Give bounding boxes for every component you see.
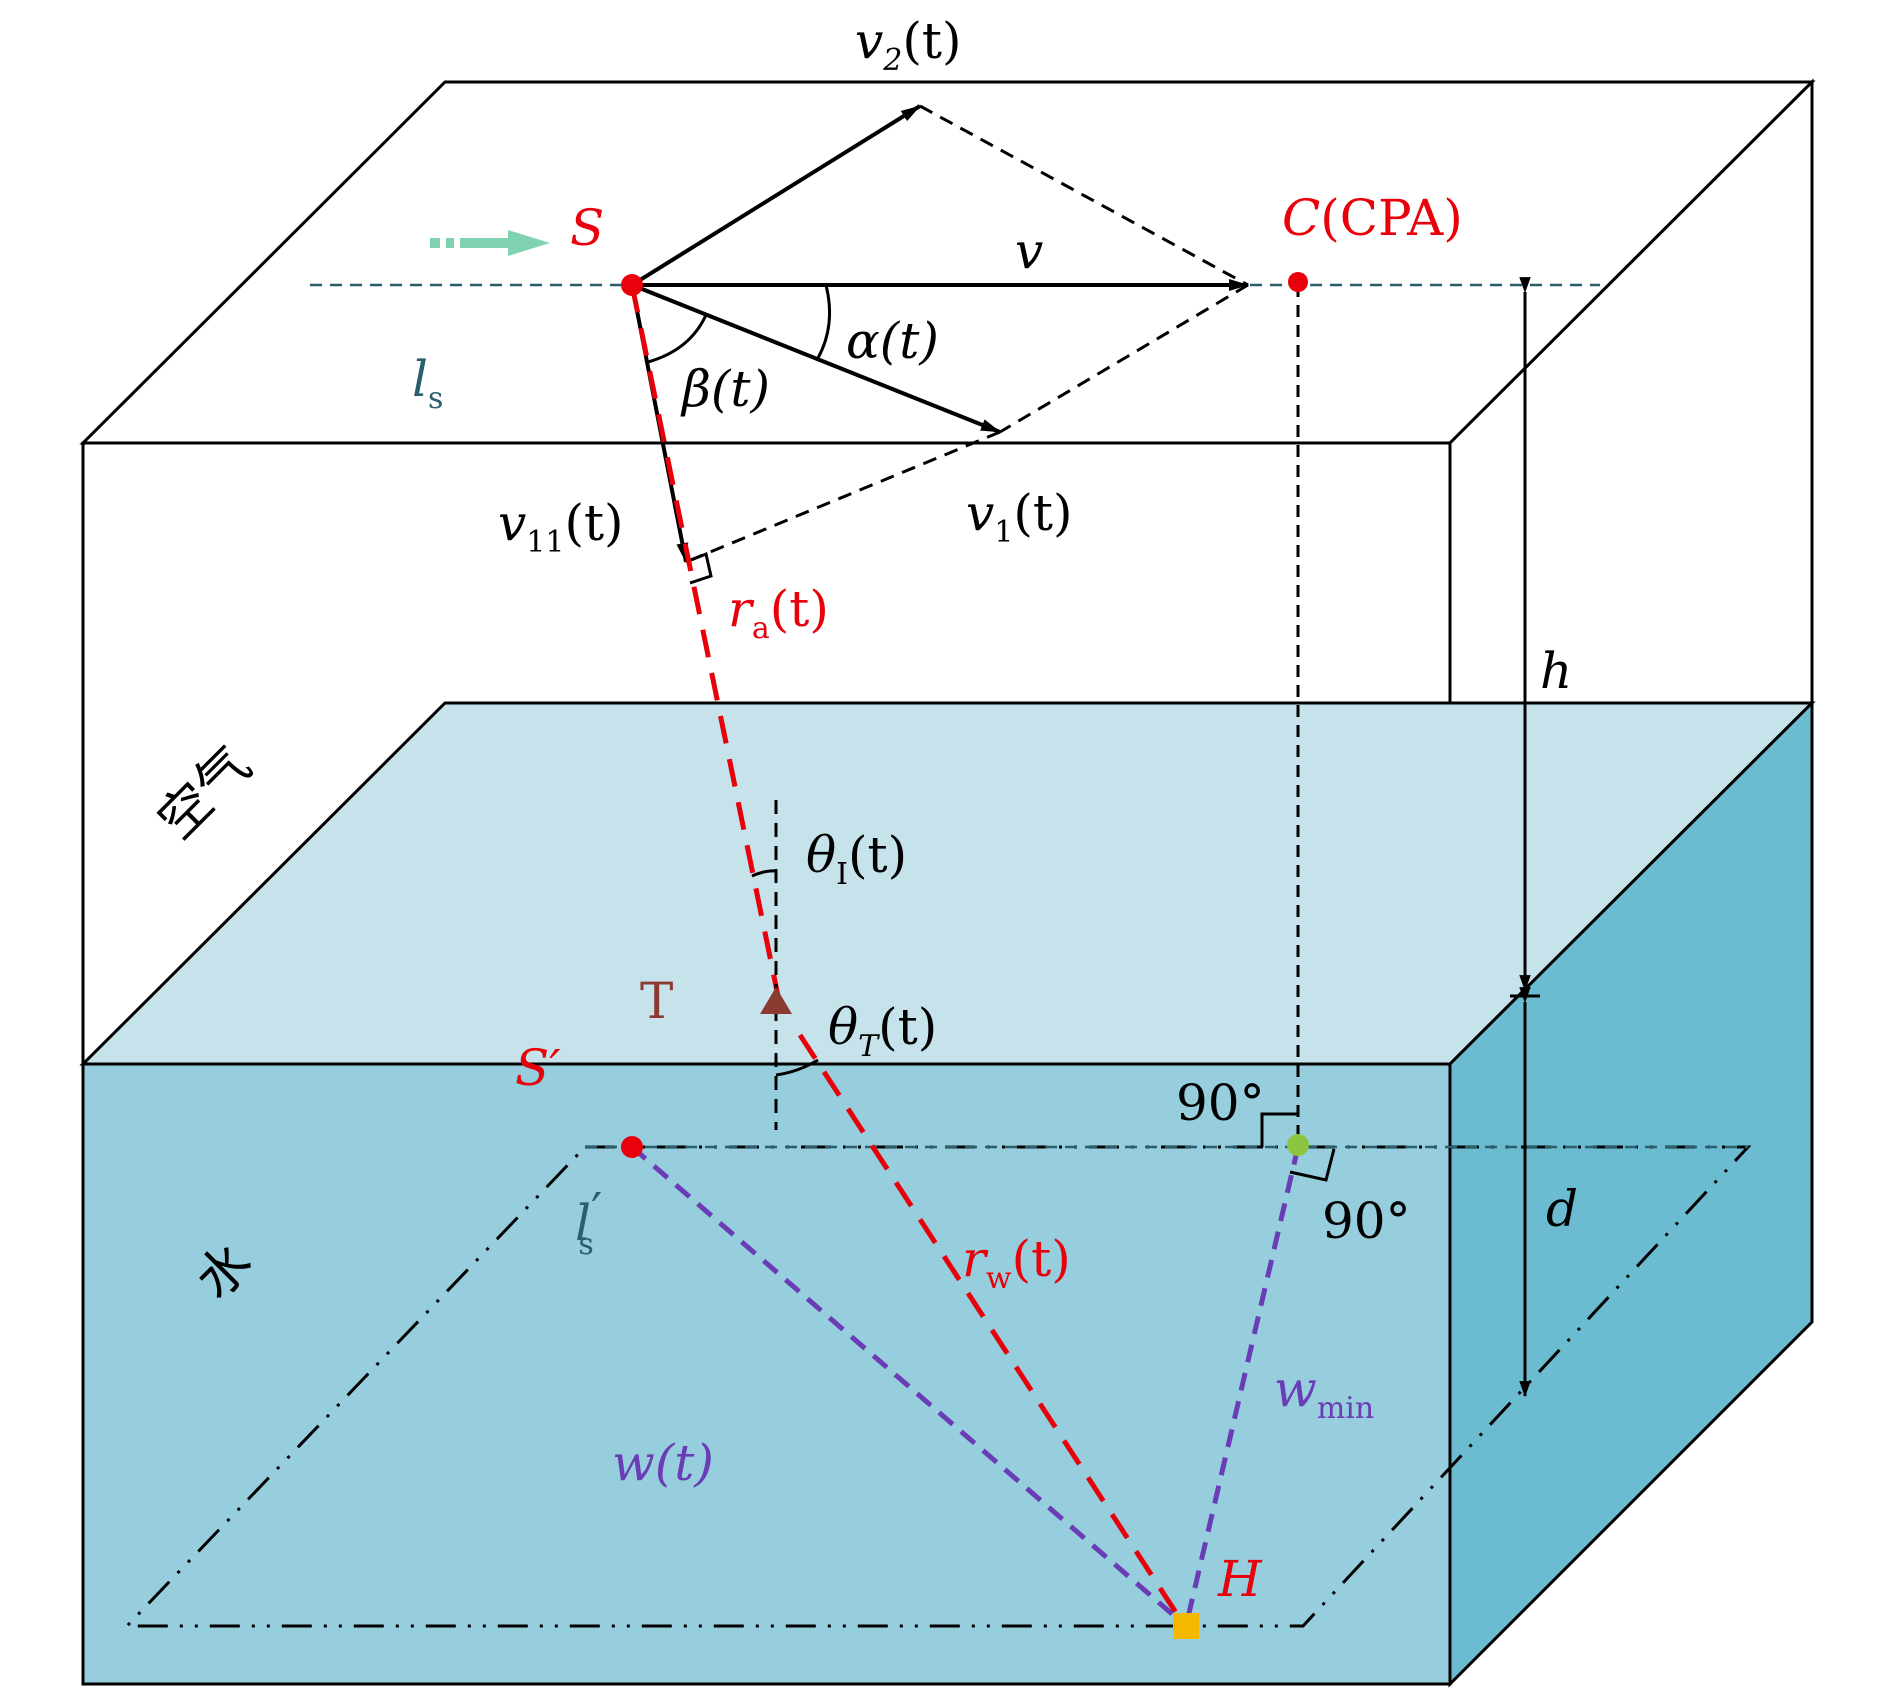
label-v2: v2(t) — [855, 12, 961, 78]
label-alpha: α(t) — [846, 312, 939, 370]
cpa-point-C — [1288, 272, 1308, 292]
label-h: h — [1540, 642, 1572, 700]
source-point-S — [621, 274, 643, 296]
hydrophone-point-H — [1173, 1613, 1199, 1639]
alpha-arc — [816, 284, 832, 359]
v2-vector — [630, 104, 922, 287]
label-d: d — [1546, 1180, 1578, 1238]
label-T: T — [640, 972, 673, 1030]
label-v11: v11(t) — [498, 494, 624, 560]
ra-path — [629, 284, 781, 997]
v2-to-v-dashed — [919, 104, 1249, 287]
thetaT-arc — [775, 1058, 819, 1077]
right-angle-marker-1 — [1260, 1112, 1298, 1147]
beta-arc — [647, 314, 708, 364]
label-thetaT: θT(t) — [828, 998, 937, 1064]
thetaI-arc — [751, 869, 777, 878]
right-angle-marker-v11 — [685, 551, 713, 585]
wmin-path — [1183, 1146, 1301, 1627]
target-marker — [760, 987, 792, 1014]
v1-vector — [631, 283, 1001, 434]
w-path — [630, 1145, 1188, 1628]
label-v1: v1(t) — [966, 484, 1072, 550]
label-H: H — [1217, 1550, 1263, 1608]
label-ra: ra(t) — [728, 580, 829, 646]
v1-to-v11-dashed — [685, 430, 1001, 564]
label-beta: β(t) — [680, 360, 770, 418]
label-ls: ls — [412, 350, 443, 416]
label-ls-prime: l′s — [575, 1182, 602, 1262]
label-90-deg-1: 90° — [1176, 1074, 1265, 1132]
cpa-projection-point — [1287, 1134, 1309, 1156]
water-side-face — [1448, 699, 1814, 1688]
right-angle-marker-2 — [1289, 1148, 1336, 1182]
v-to-v1-dashed — [999, 283, 1249, 434]
label-thetaI: θI(t) — [806, 826, 907, 892]
label-rw: rw(t) — [962, 1230, 1071, 1296]
label-wmin: wmin — [1274, 1360, 1374, 1426]
label-S: S — [570, 199, 604, 257]
label-C: C(CPA) — [1282, 189, 1463, 247]
rw-path — [797, 1033, 1189, 1630]
label-S-prime: S′ — [515, 1039, 561, 1097]
height-dimension — [1510, 277, 1540, 1398]
underwater-plane-outline — [123, 1145, 1752, 1628]
label-w: w(t) — [612, 1434, 714, 1492]
label-v: v — [1015, 222, 1043, 280]
motion-direction-arrow — [430, 230, 550, 256]
water-box — [79, 699, 1816, 1688]
label-90-deg-2: 90° — [1322, 1192, 1411, 1250]
source-image-point-S-prime — [621, 1136, 643, 1158]
